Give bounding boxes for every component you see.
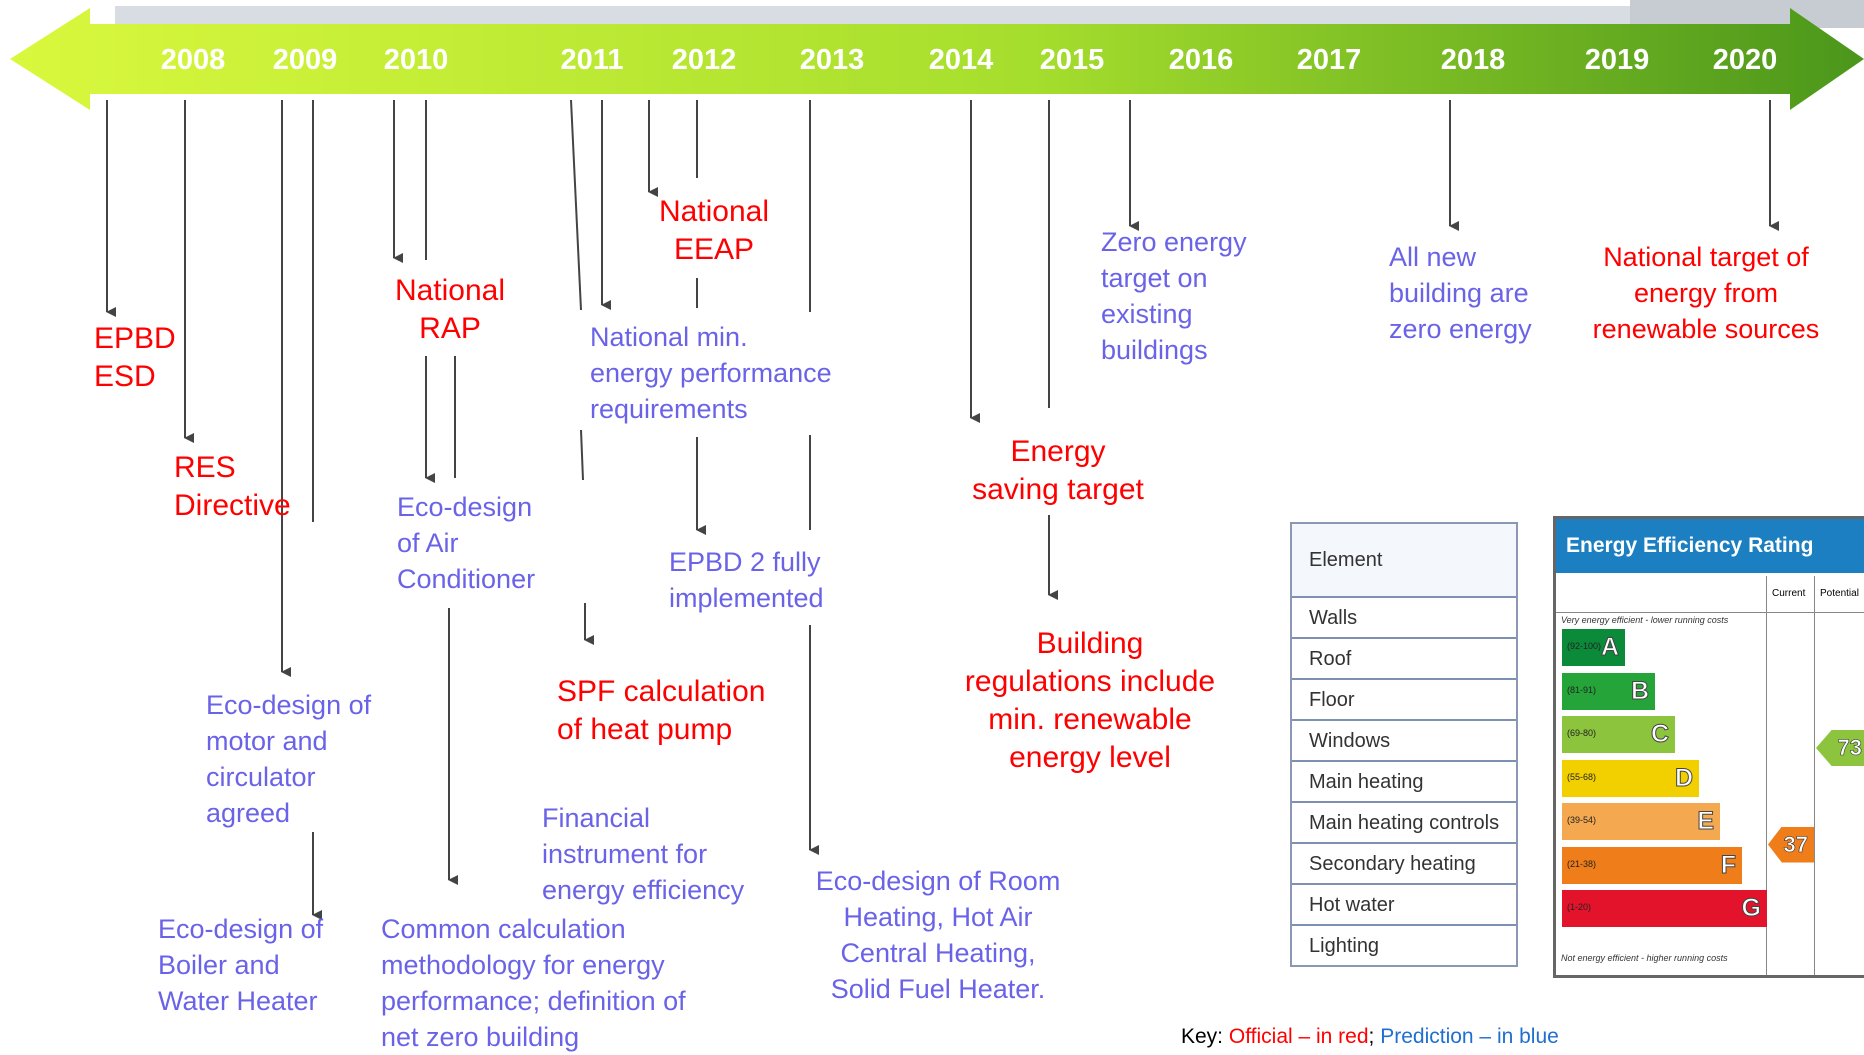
energy-band-letter: D	[1674, 763, 1693, 792]
year-2020: 2020	[1712, 44, 1778, 76]
top-note: Very energy efficient - lower running co…	[1561, 615, 1729, 625]
year-2018: 2018	[1440, 44, 1506, 76]
energy-band-letter: A	[1600, 633, 1619, 662]
year-2016: 2016	[1168, 44, 1234, 76]
energy-band-f: (21-38) F	[1562, 846, 1742, 884]
energy-band-c: (69-80) C	[1562, 716, 1675, 753]
element-row-floor: Floor	[1292, 678, 1516, 719]
energy-band-b: (81-91) B	[1562, 672, 1655, 710]
energy-efficiency-rating-panel: Energy Efficiency Rating Current Potenti…	[1553, 516, 1864, 978]
connector-line	[570, 99, 582, 311]
energy-band-g: (1-20) G	[1562, 890, 1767, 927]
element-row-lighting: Lighting	[1292, 924, 1516, 965]
year-2015: 2015	[1039, 44, 1105, 76]
current-rating-pointer: 37	[1768, 826, 1814, 863]
year-2010: 2010	[383, 44, 449, 76]
energy-band-letter: E	[1697, 807, 1715, 836]
element-row-main-heating-controls: Main heating controls	[1292, 801, 1516, 842]
year-2011: 2011	[560, 44, 624, 76]
year-2017: 2017	[1296, 44, 1362, 76]
year-2009: 2009	[272, 44, 338, 76]
top-banner-strip	[115, 6, 1655, 28]
energy-band-range: (21-38)	[1567, 858, 1597, 869]
energy-band-range: (92-100)	[1567, 641, 1602, 651]
element-table-header: Element	[1292, 524, 1516, 596]
key-separator: ;	[1368, 1025, 1381, 1048]
column-divider-potential	[1814, 576, 1815, 975]
key-prediction: Prediction – in blue	[1380, 1025, 1559, 1048]
year-2013: 2013	[799, 44, 865, 76]
element-row-hot-water: Hot water	[1292, 883, 1516, 924]
energy-band-range: (1-20)	[1567, 902, 1592, 912]
element-row-main-heating: Main heating	[1292, 760, 1516, 801]
element-row-secondary-heating: Secondary heating	[1292, 842, 1516, 883]
energy-rating-title: Energy Efficiency Rating	[1556, 519, 1864, 573]
energy-band-a: (92-100)A	[1562, 629, 1625, 666]
energy-band-letter: B	[1630, 676, 1649, 705]
column-current: Current	[1772, 588, 1806, 599]
element-row-windows: Windows	[1292, 719, 1516, 760]
element-table: Element Walls Roof Floor Windows Main he…	[1290, 522, 1518, 967]
energy-band-letter: C	[1650, 720, 1669, 749]
column-divider-current	[1766, 576, 1767, 975]
energy-rating-header-row: Current Potential	[1556, 576, 1864, 613]
key-official: Official – in red	[1228, 1025, 1369, 1048]
key-prefix: Key:	[1181, 1025, 1229, 1048]
energy-band-range: (81-91)	[1567, 684, 1597, 695]
timeline-arrow	[10, 8, 1864, 110]
year-2008: 2008	[160, 44, 226, 76]
element-row-walls: Walls	[1292, 596, 1516, 637]
energy-band-letter: G	[1741, 894, 1761, 923]
element-row-roof: Roof	[1292, 637, 1516, 678]
year-2014: 2014	[928, 44, 994, 76]
energy-band-letter: F	[1720, 850, 1736, 879]
energy-band-d: (55-68) D	[1562, 759, 1699, 797]
year-2019: 2019	[1584, 44, 1650, 76]
top-banner-image	[1630, 0, 1864, 28]
connector-line	[580, 429, 584, 481]
connector-lines	[106, 99, 1779, 920]
bottom-note: Not energy efficient - higher running co…	[1561, 953, 1728, 963]
energy-band-range: (39-54)	[1567, 815, 1597, 825]
potential-rating-pointer: 73	[1816, 730, 1864, 766]
energy-band-e: (39-54) E	[1562, 803, 1720, 840]
energy-band-range: (69-80)	[1567, 728, 1597, 738]
key-legend: Key: Official – in red; Prediction – in …	[1181, 1025, 1559, 1049]
year-2012: 2012	[671, 44, 737, 76]
column-potential: Potential	[1820, 588, 1859, 599]
energy-band-range: (55-68)	[1567, 771, 1597, 782]
